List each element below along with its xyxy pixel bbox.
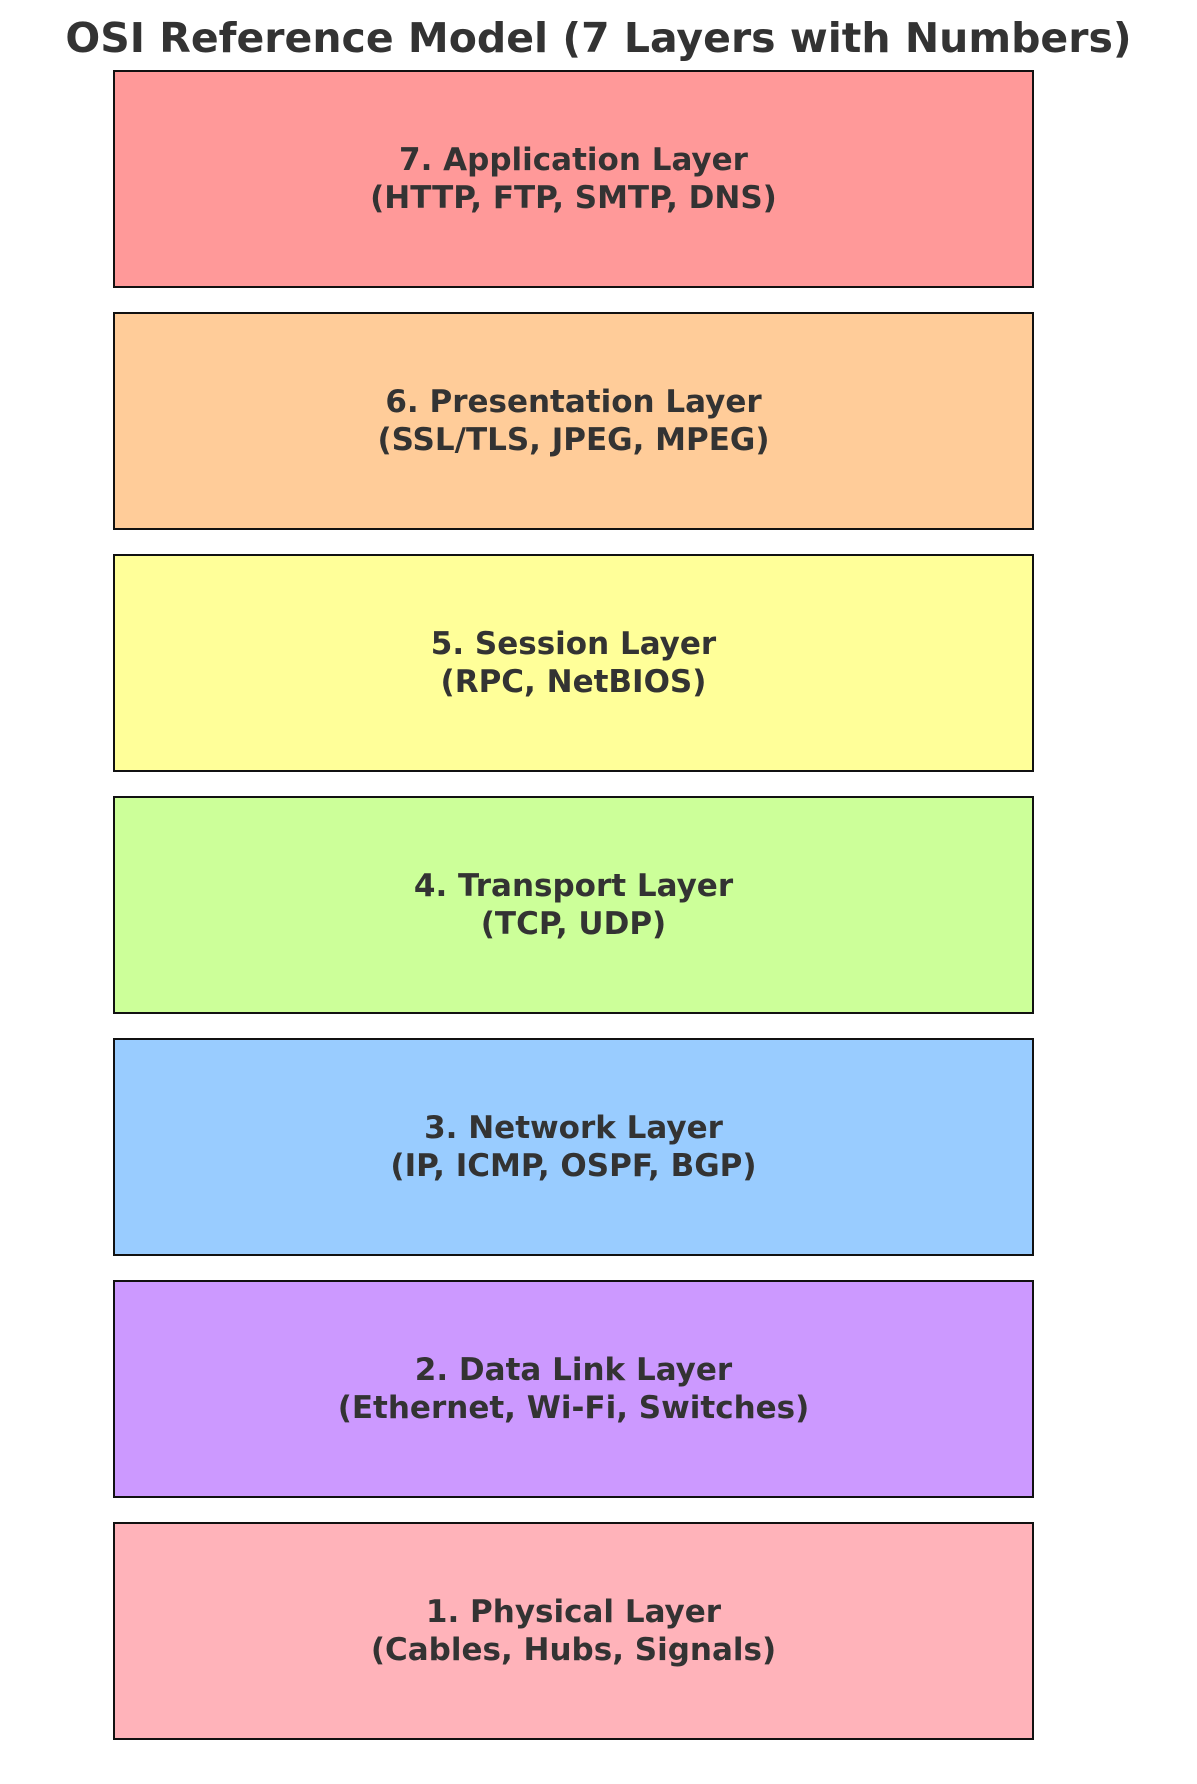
layer-protocols: (Cables, Hubs, Signals) bbox=[370, 1632, 777, 1668]
layer-protocols: (Ethernet, Wi-Fi, Switches) bbox=[337, 1390, 810, 1426]
layer-protocols: (RPC, NetBIOS) bbox=[440, 664, 707, 700]
layer-protocols: (SSL/TLS, JPEG, MPEG) bbox=[377, 422, 770, 458]
layer-protocols: (IP, ICMP, OSPF, BGP) bbox=[390, 1148, 757, 1184]
layer-protocols: (TCP, UDP) bbox=[480, 906, 667, 942]
osi-layer-box: 7. Application Layer(HTTP, FTP, SMTP, DN… bbox=[113, 70, 1034, 288]
osi-layer-box: 3. Network Layer(IP, ICMP, OSPF, BGP) bbox=[113, 1038, 1034, 1256]
layer-name: 2. Data Link Layer bbox=[414, 1352, 733, 1388]
osi-layer-box: 4. Transport Layer(TCP, UDP) bbox=[113, 796, 1034, 1014]
layer-name: 5. Session Layer bbox=[430, 626, 717, 662]
layer-protocols: (HTTP, FTP, SMTP, DNS) bbox=[370, 180, 777, 216]
osi-layer-box: 2. Data Link Layer(Ethernet, Wi-Fi, Swit… bbox=[113, 1280, 1034, 1498]
layer-name: 7. Application Layer bbox=[399, 142, 748, 178]
diagram-title: OSI Reference Model (7 Layers with Numbe… bbox=[65, 14, 1132, 62]
layer-name: 1. Physical Layer bbox=[425, 1594, 722, 1630]
layer-name: 3. Network Layer bbox=[424, 1110, 723, 1146]
layer-name: 4. Transport Layer bbox=[413, 868, 734, 904]
osi-layer-box: 5. Session Layer(RPC, NetBIOS) bbox=[113, 554, 1034, 772]
osi-layer-box: 6. Presentation Layer(SSL/TLS, JPEG, MPE… bbox=[113, 312, 1034, 530]
layer-name: 6. Presentation Layer bbox=[385, 384, 762, 420]
osi-layer-box: 1. Physical Layer(Cables, Hubs, Signals) bbox=[113, 1522, 1034, 1740]
